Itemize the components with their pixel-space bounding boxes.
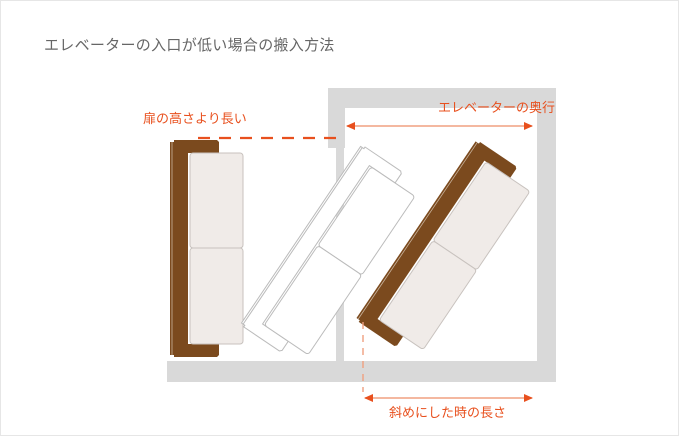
label-door-height: 扉の高さより長い [143, 112, 247, 127]
wall-top [328, 88, 556, 108]
wall-door-header [328, 88, 345, 148]
label-elevator-depth: エレベーターの奥行 [438, 101, 556, 116]
sofa-upright-icon [169, 139, 244, 358]
label-diagonal-length: 斜めにした時の長さ [389, 406, 507, 421]
wall-bottom [167, 361, 556, 382]
wall-right [537, 88, 556, 382]
elevator-walls [167, 88, 556, 382]
diagram-title: エレベーターの入口が低い場合の搬入方法 [44, 36, 335, 54]
